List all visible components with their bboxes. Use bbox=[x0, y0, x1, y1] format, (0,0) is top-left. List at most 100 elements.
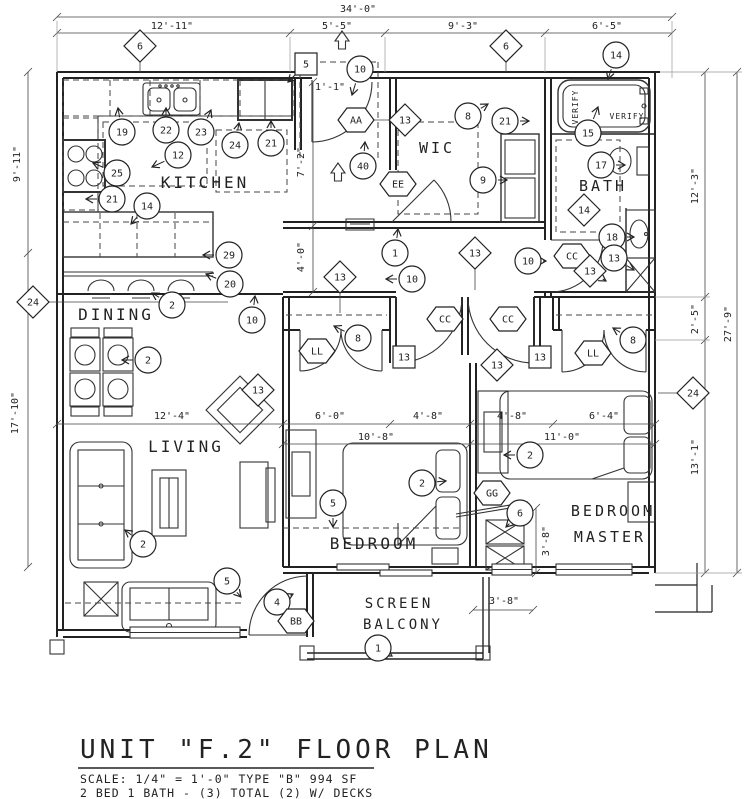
dimension-text: 13'-1" bbox=[690, 439, 701, 475]
tv-console bbox=[239, 461, 276, 529]
callout-label: 18 bbox=[606, 233, 618, 244]
master-nightstand bbox=[627, 481, 656, 523]
callout-diamond-6: 6 bbox=[489, 29, 523, 63]
callout-label: 5 bbox=[303, 60, 309, 71]
room-label-balcony: BALCONY bbox=[363, 617, 443, 633]
callout-label: CC bbox=[439, 315, 451, 326]
callout-hex-GG: GG bbox=[473, 480, 511, 506]
dimension-text: 9'-11" bbox=[12, 146, 23, 182]
callout-label: 1 bbox=[375, 644, 381, 655]
callout-circle-20: 20 bbox=[206, 270, 244, 298]
callout-label: 2 bbox=[419, 479, 425, 490]
callout-circle-1: 1 bbox=[381, 229, 409, 267]
linen-closet bbox=[625, 257, 656, 293]
dimension-text: 9'-3" bbox=[448, 21, 478, 32]
room-label-living: LIVING bbox=[148, 437, 224, 456]
callout-circle-24: 24 bbox=[221, 123, 249, 159]
callout-label: 9 bbox=[480, 176, 486, 187]
callout-label: 2 bbox=[140, 540, 146, 551]
dimension-text: 10'-8" bbox=[358, 432, 394, 443]
callout-circle-2: 2 bbox=[408, 469, 446, 497]
callout-label: 6 bbox=[503, 42, 509, 53]
callout-diamond-6: 6 bbox=[123, 29, 157, 63]
callout-circle-10: 10 bbox=[346, 55, 374, 95]
callout-circle-13: 13 bbox=[600, 244, 634, 272]
loveseat bbox=[121, 581, 217, 633]
slider-panel bbox=[336, 563, 390, 571]
callout-label: EE bbox=[392, 180, 404, 191]
balcony-post bbox=[299, 645, 315, 661]
master-bed bbox=[499, 390, 653, 480]
callout-hex-LL: LL bbox=[574, 340, 612, 366]
callout-label: BB bbox=[290, 617, 302, 628]
callout-circle-8: 8 bbox=[454, 102, 488, 130]
callout-circle-14: 14 bbox=[602, 41, 630, 79]
callout-circle-22: 22 bbox=[152, 108, 180, 144]
annotation-layer: VERIFY VERIFY bbox=[571, 90, 645, 125]
callout-label: 8 bbox=[465, 112, 471, 123]
callout-diamond-13: 13 bbox=[480, 348, 514, 382]
callout-label: 8 bbox=[630, 336, 636, 347]
callout-diamond-24: 24 bbox=[676, 376, 710, 410]
verify-note: VERIFY bbox=[571, 90, 580, 125]
callout-hex-AA: AA bbox=[337, 107, 375, 133]
callout-label: 10 bbox=[406, 275, 418, 286]
callout-circle-10: 10 bbox=[514, 247, 546, 275]
callout-label: 6 bbox=[137, 42, 143, 53]
unit-info-note: 2 BED 1 BATH - (3) TOTAL (2) W/ DECKS bbox=[80, 786, 373, 799]
callout-circle-10: 10 bbox=[238, 296, 266, 334]
callout-circle-19: 19 bbox=[108, 108, 136, 146]
callout-circle-9: 9 bbox=[469, 166, 507, 194]
callout-circle-15: 15 bbox=[574, 107, 602, 147]
bath-vanity bbox=[625, 209, 656, 259]
callout-label: 13 bbox=[491, 361, 503, 372]
callout-hex-EE: EE bbox=[379, 171, 417, 197]
callout-label: 24 bbox=[229, 141, 241, 152]
callout-circle-29: 29 bbox=[203, 241, 243, 269]
callout-label: 12 bbox=[172, 151, 184, 162]
entry-arrow-icon bbox=[333, 30, 351, 50]
room-label-layer: KITCHENDININGLIVINGWICBATHBEDROOMBEDROOM… bbox=[78, 139, 652, 633]
scale-note: SCALE: 1/4" = 1'-0" TYPE "B" 994 SF bbox=[80, 772, 357, 786]
stove bbox=[62, 139, 106, 193]
callout-label: 10 bbox=[354, 65, 366, 76]
callout-diamond-13: 13 bbox=[241, 373, 275, 407]
callout-diamond-24: 24 bbox=[16, 285, 50, 319]
dimension-text: 3'-8" bbox=[489, 596, 519, 607]
dimension-text: 12'-11" bbox=[151, 21, 193, 32]
callout-label: 2 bbox=[145, 356, 151, 367]
title-block: UNIT "F.2" FLOOR PLAN SCALE: 1/4" = 1'-0… bbox=[78, 735, 489, 799]
callout-circle-2: 2 bbox=[125, 530, 157, 558]
callout-circle-40: 40 bbox=[349, 142, 377, 180]
callout-diamond-13: 13 bbox=[388, 103, 422, 137]
room-label-bedroom: BEDROOM bbox=[330, 534, 418, 553]
callout-label: 14 bbox=[141, 202, 153, 213]
dimension-text: 5'-5" bbox=[322, 21, 352, 32]
callout-label: 13 bbox=[252, 386, 264, 397]
bar-counter bbox=[63, 271, 213, 277]
callout-label: 29 bbox=[223, 251, 235, 262]
callout-label: 13 bbox=[399, 116, 411, 127]
windows-layer bbox=[129, 563, 633, 639]
dimension-text: 4'-8" bbox=[413, 411, 443, 422]
dimension-text: 12'-3" bbox=[690, 168, 701, 204]
callout-circle-5: 5 bbox=[319, 489, 347, 527]
callout-label: 4 bbox=[274, 598, 280, 609]
callout-hex-CC: CC bbox=[489, 306, 527, 332]
callout-circle-12: 12 bbox=[152, 141, 192, 169]
callout-label: 13 bbox=[469, 249, 481, 260]
callout-label: CC bbox=[566, 252, 578, 263]
verify-note: VERIFY bbox=[610, 112, 645, 121]
dimension-text: 4'-0" bbox=[296, 242, 307, 272]
sofa bbox=[69, 441, 133, 569]
callout-diamond-14: 14 bbox=[567, 193, 601, 227]
callout-label: LL bbox=[587, 349, 599, 360]
bar-stools bbox=[87, 279, 195, 299]
callout-label: 2 bbox=[527, 451, 533, 462]
callout-label: 8 bbox=[355, 334, 361, 345]
callout-label: 40 bbox=[357, 162, 369, 173]
callout-hex-LL: LL bbox=[298, 338, 336, 364]
callout-square-5: 5 bbox=[288, 52, 318, 82]
dimension-text: 6'-5" bbox=[592, 21, 622, 32]
room-label-screen: SCREEN bbox=[365, 596, 434, 612]
